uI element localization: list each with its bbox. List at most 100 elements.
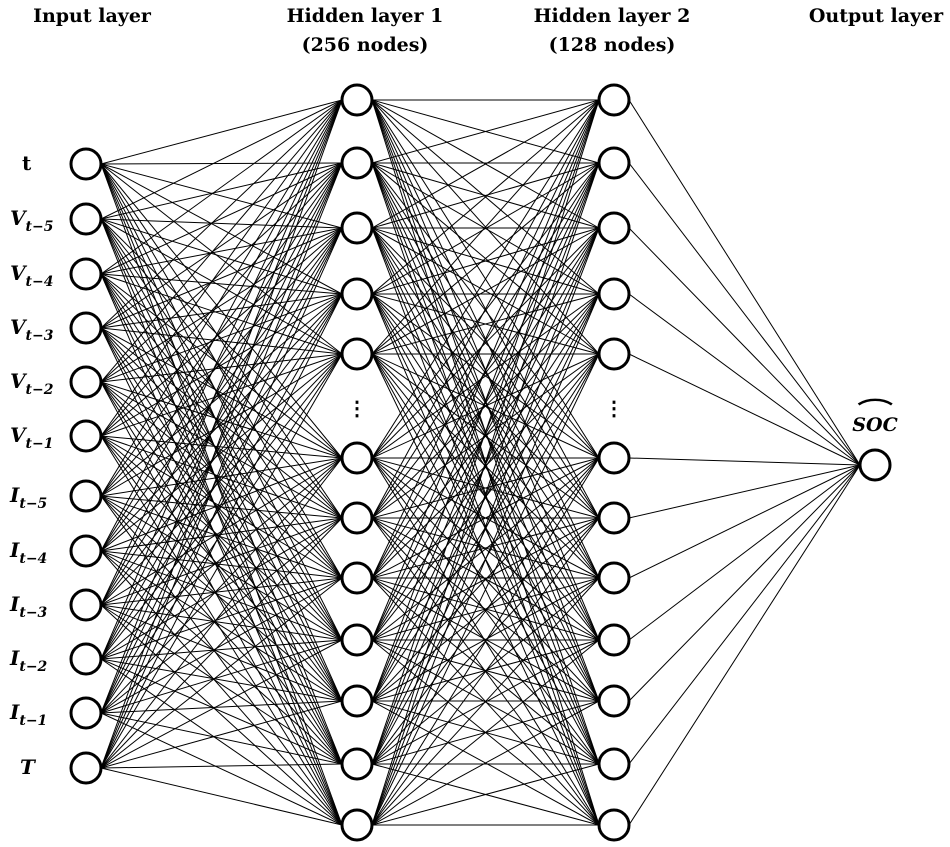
edge-hidden1-hidden2: [371, 162, 600, 295]
edge-input-hidden1: [100, 327, 343, 459]
input-node-label: Vt−4: [10, 261, 53, 290]
edge-input-hidden1: [100, 293, 343, 497]
edge-input-hidden1: [100, 162, 343, 606]
edge-hidden1-hidden2: [371, 227, 600, 826]
edge-hidden1-hidden2: [371, 293, 600, 519]
input-node: [69, 147, 103, 181]
edge-input-hidden1: [100, 353, 343, 383]
edge-hidden2-output: [628, 464, 861, 579]
edge-hidden2-output: [628, 353, 861, 466]
edge-input-hidden1: [100, 163, 343, 765]
edge-input-hidden1: [100, 99, 343, 220]
edge-input-hidden1: [100, 273, 343, 579]
edge-input-hidden1: [100, 658, 343, 826]
edge-input-hidden1: [100, 517, 343, 660]
edge-input-hidden1: [100, 162, 343, 714]
edge-hidden1-hidden2: [371, 293, 600, 702]
edge-input-hidden1: [100, 273, 343, 519]
edge-input-hidden1: [100, 457, 343, 769]
input-node-label: Vt−3: [10, 315, 54, 344]
hidden1-node: [340, 808, 374, 842]
hidden2-node: [597, 211, 631, 245]
hidden1-node: [340, 441, 374, 475]
input-node-label: It−2: [9, 646, 48, 675]
input-node: [69, 588, 103, 622]
edge-hidden1-hidden2: [371, 517, 600, 826]
hidden-layer-1-size: (256 nodes): [302, 34, 429, 56]
edge-input-hidden1: [100, 577, 343, 769]
edge-input-hidden1: [100, 99, 343, 383]
input-node: [69, 311, 103, 345]
edge-input-hidden1: [100, 163, 343, 579]
edge-input-hidden1: [100, 495, 343, 579]
edge-input-hidden1: [100, 517, 343, 552]
edge-hidden1-hidden2: [371, 227, 600, 579]
output-label-hat: ⌒: [858, 397, 894, 423]
edge-input-hidden1: [100, 700, 343, 769]
edge-input-hidden1: [100, 99, 343, 606]
edge-hidden1-hidden2: [371, 227, 600, 765]
edge-input-hidden1: [100, 353, 343, 769]
input-node: [69, 534, 103, 568]
edge-hidden1-hidden2: [371, 353, 600, 826]
edge-input-hidden1: [100, 293, 343, 660]
edge-hidden1-hidden2: [371, 227, 600, 295]
edge-hidden1-hidden2: [371, 517, 600, 702]
hidden2-node: [597, 83, 631, 117]
edge-input-hidden1: [100, 99, 343, 714]
edge-input-hidden1: [100, 293, 343, 714]
edge-input-hidden1: [100, 218, 343, 229]
edge-hidden2-output: [628, 293, 861, 466]
edge-input-hidden1: [100, 273, 343, 826]
edge-input-hidden1: [100, 381, 343, 459]
edge-hidden2-output: [628, 99, 861, 466]
edge-input-hidden1: [100, 639, 343, 769]
hidden2-node: [597, 441, 631, 475]
edge-hidden2-output: [628, 464, 861, 641]
edge-hidden1-hidden2: [371, 577, 600, 826]
edge-hidden1-hidden2: [371, 293, 600, 641]
edge-hidden1-hidden2: [371, 457, 600, 765]
hidden2-node: [597, 747, 631, 781]
edge-input-hidden1: [100, 353, 343, 552]
edge-input-hidden1: [100, 273, 343, 459]
edge-hidden1-hidden2: [371, 99, 600, 765]
edge-hidden1-hidden2: [371, 293, 600, 579]
edge-input-hidden1: [100, 99, 343, 329]
edge-input-hidden1: [100, 163, 343, 641]
edge-input-hidden1: [100, 293, 343, 769]
edge-input-hidden1: [100, 550, 343, 826]
output-node: [858, 448, 892, 482]
edge-input-hidden1: [100, 162, 343, 383]
edge-hidden2-output: [628, 162, 861, 466]
edge-hidden2-output: [628, 464, 861, 519]
edge-input-hidden1: [100, 577, 343, 660]
edge-input-hidden1: [100, 604, 343, 826]
edge-input-hidden1: [100, 99, 343, 437]
connection-edges: [100, 99, 861, 826]
input-node: [69, 202, 103, 236]
edge-hidden1-hidden2: [371, 227, 600, 519]
edge-input-hidden1: [100, 273, 343, 355]
edge-hidden1-hidden2: [371, 639, 600, 826]
hidden1-node: [340, 277, 374, 311]
edge-input-hidden1: [100, 293, 343, 606]
hidden-layer-2-size: (128 nodes): [549, 34, 676, 56]
input-node-label: Vt−1: [10, 423, 53, 452]
edge-input-hidden1: [100, 162, 343, 660]
hidden1-node: [340, 684, 374, 718]
edge-input-hidden1: [100, 495, 343, 765]
edge-input-hidden1: [100, 218, 343, 765]
input-node-label: T: [20, 755, 37, 779]
edge-input-hidden1: [100, 435, 343, 765]
edge-input-hidden1: [100, 99, 343, 275]
edge-input-hidden1: [100, 327, 343, 765]
edge-input-hidden1: [100, 99, 343, 769]
edge-input-hidden1: [100, 162, 343, 552]
edge-input-hidden1: [100, 227, 343, 660]
edge-input-hidden1: [100, 700, 343, 714]
hidden1-node: [340, 747, 374, 781]
edge-hidden1-hidden2: [371, 99, 600, 826]
edge-input-hidden1: [100, 577, 343, 714]
edge-input-hidden1: [100, 163, 343, 355]
